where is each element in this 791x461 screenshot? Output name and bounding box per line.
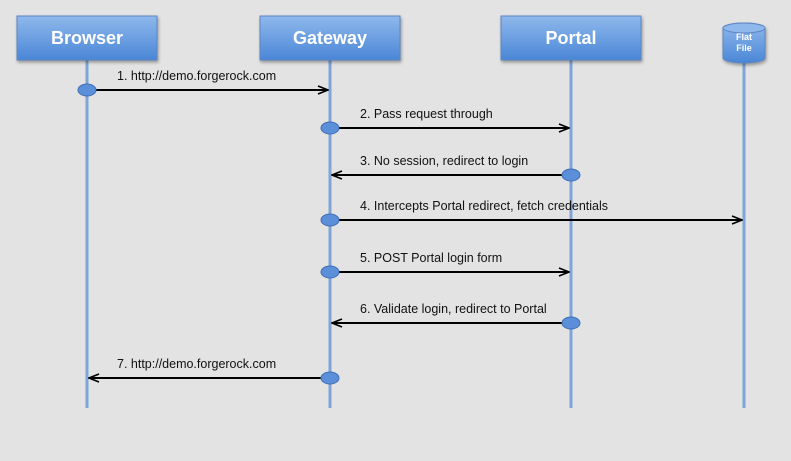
message-label-7: 7. http://demo.forgerock.com bbox=[117, 357, 276, 371]
participant-gateway: Gateway bbox=[259, 15, 401, 61]
message-4: 4. Intercepts Portal redirect, fetch cre… bbox=[320, 199, 742, 227]
message-label-1: 1. http://demo.forgerock.com bbox=[117, 69, 276, 83]
participant-box-portal bbox=[500, 15, 642, 61]
messages: 1. http://demo.forgerock.com 2. Pass requ… bbox=[77, 69, 742, 385]
activation-dot-6 bbox=[561, 316, 581, 330]
participant-label-flatfile-line-1: Flat bbox=[736, 32, 752, 42]
participant-label-gateway: Gateway bbox=[293, 28, 367, 48]
participant-label-browser: Browser bbox=[51, 28, 123, 48]
participant-box-gateway bbox=[259, 15, 401, 61]
participant-box-browser bbox=[16, 15, 158, 61]
message-label-5: 5. POST Portal login form bbox=[360, 251, 502, 265]
message-label-3: 3. No session, redirect to login bbox=[360, 154, 528, 168]
message-2: 2. Pass request through bbox=[320, 107, 569, 135]
lifelines bbox=[85, 60, 746, 408]
activation-dot-7 bbox=[320, 371, 340, 385]
message-label-6: 6. Validate login, redirect to Portal bbox=[360, 302, 547, 316]
database-top-icon bbox=[722, 22, 766, 34]
message-5: 5. POST Portal login form bbox=[320, 251, 569, 279]
message-label-2: 2. Pass request through bbox=[360, 107, 493, 121]
message-6: 6. Validate login, redirect to Portal bbox=[332, 302, 581, 330]
participant-label-portal: Portal bbox=[545, 28, 596, 48]
participant-browser: Browser bbox=[16, 15, 158, 61]
message-7: 7. http://demo.forgerock.com bbox=[89, 357, 340, 385]
message-3: 3. No session, redirect to login bbox=[332, 154, 581, 182]
participant-label-flatfile-line-2: File bbox=[736, 43, 752, 53]
message-label-4: 4. Intercepts Portal redirect, fetch cre… bbox=[360, 199, 608, 213]
message-1: 1. http://demo.forgerock.com bbox=[77, 69, 328, 97]
participant-portal: Portal bbox=[500, 15, 642, 61]
activation-dot-1 bbox=[77, 83, 97, 97]
activation-dot-4 bbox=[320, 213, 340, 227]
activation-dot-3 bbox=[561, 168, 581, 182]
activation-dot-2 bbox=[320, 121, 340, 135]
activation-dot-5 bbox=[320, 265, 340, 279]
